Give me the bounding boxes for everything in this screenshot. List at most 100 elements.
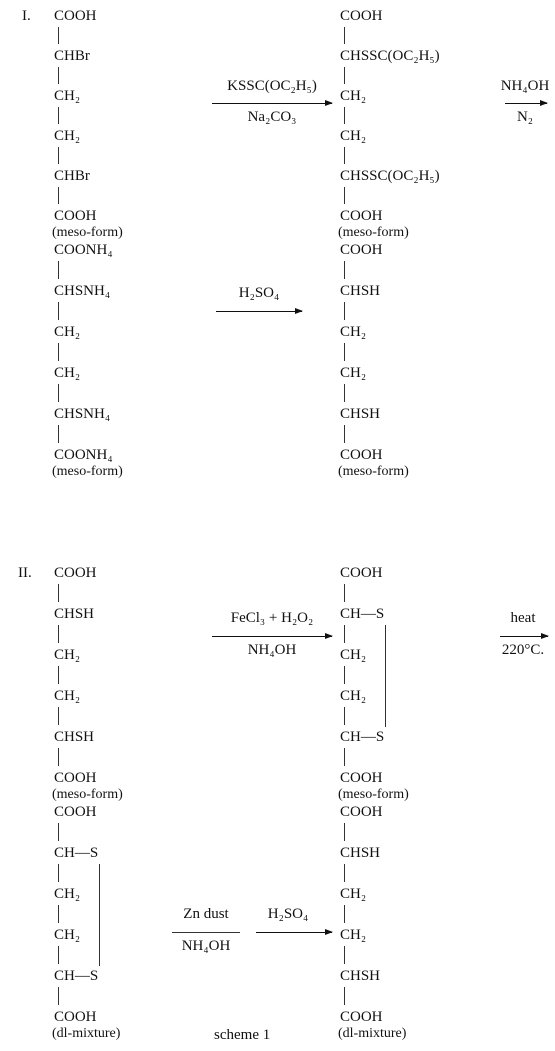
mol1-row-2: CHBr: [54, 48, 90, 64]
mol7-row-3: CH₂: [54, 886, 81, 902]
mol8-row-1: COOH: [340, 804, 383, 820]
bond: [58, 666, 59, 684]
mol4-row-1: COOH: [340, 242, 383, 258]
arrow-icon: [212, 100, 333, 106]
bond: [344, 864, 345, 882]
bond: [58, 425, 59, 443]
arrow-icon: [256, 929, 333, 935]
mol1-row-4: CH₂: [54, 128, 81, 144]
mol2-row-2: CHSSC(OC₂H₅): [340, 48, 440, 64]
mol5-form: (meso-form): [52, 787, 123, 802]
reagent-label: KSSC(OC₂H₅): [227, 78, 317, 94]
bond: [58, 748, 59, 766]
mol7-row-4: CH₂: [54, 927, 81, 943]
reagent-label: NH₄OH: [247, 642, 297, 658]
bond: [58, 67, 59, 84]
mol7-row-1: COOH: [54, 804, 97, 820]
mol1-form: (meso-form): [52, 225, 123, 240]
mol2-row-1: COOH: [340, 8, 383, 24]
reagent-label: N₂: [516, 109, 534, 125]
bond: [58, 946, 59, 964]
mol5-row-6: COOH: [54, 770, 97, 786]
mol1-row-5: CHBr: [54, 168, 90, 184]
mol8-row-6: COOH: [340, 1009, 383, 1025]
disulfide-bond: [99, 864, 100, 966]
mol3-row-5: CHSNH₄: [54, 406, 111, 422]
mol4-row-4: CH₂: [340, 365, 367, 381]
mol8-row-4: CH₂: [340, 927, 367, 943]
mol4-row-5: CHSH: [340, 406, 381, 422]
mol8-row-5: CHSH: [340, 968, 381, 984]
mol3-form: (meso-form): [52, 464, 123, 479]
bond: [344, 187, 345, 204]
reagent-label: FeCl₃ + H₂O₂: [230, 610, 314, 626]
reagent-label: Na₂CO₃: [247, 109, 297, 125]
reagent-label: NH₄OH: [181, 938, 231, 954]
reagent-label: heat: [510, 610, 536, 626]
arrow-icon: [500, 633, 549, 639]
bond: [58, 187, 59, 204]
mol3-row-1: COONH₄: [54, 242, 113, 258]
mol6-row-6: COOH: [340, 770, 383, 786]
mol8-row-2: CHSH: [340, 845, 381, 861]
arrow-icon: [216, 308, 303, 314]
bond: [58, 302, 59, 320]
mol6-row-4: CH₂: [340, 688, 367, 704]
arrow-line: [172, 932, 240, 933]
mol2-row-4: CH₂: [340, 128, 367, 144]
bond: [344, 946, 345, 964]
bond: [58, 707, 59, 725]
bond: [344, 425, 345, 443]
mol3-row-6: COONH₄: [54, 447, 113, 463]
mol8-row-3: CH₂: [340, 886, 367, 902]
mol4-form: (meso-form): [338, 464, 409, 479]
disulfide-bond: [385, 625, 386, 727]
mol3-row-4: CH₂: [54, 365, 81, 381]
reagent-label: H₂SO₄: [238, 285, 280, 301]
bond: [58, 864, 59, 882]
mol4-row-2: CHSH: [340, 283, 381, 299]
bond: [344, 987, 345, 1005]
bond: [58, 905, 59, 923]
bond: [344, 67, 345, 84]
bond: [58, 107, 59, 124]
bond: [344, 107, 345, 124]
scheme-caption: scheme 1: [214, 1027, 271, 1043]
bond: [344, 147, 345, 164]
bond: [344, 302, 345, 320]
section-label-ii: II.: [18, 565, 32, 581]
mol3-row-2: CHSNH₄: [54, 283, 111, 299]
mol7-row-6: COOH: [54, 1009, 97, 1025]
bond: [58, 823, 59, 841]
bond: [344, 261, 345, 279]
mol5-row-3: CH₂: [54, 647, 81, 663]
bond: [344, 823, 345, 841]
mol7-form: (dl-mixture): [52, 1026, 121, 1041]
mol1-row-3: CH₂: [54, 88, 81, 104]
bond: [344, 707, 345, 725]
bond: [58, 584, 59, 602]
reagent-label: 220°C.: [501, 642, 545, 658]
bond: [344, 748, 345, 766]
mol2-row-5: CHSSC(OC₂H₅): [340, 168, 440, 184]
mol7-row-2: CH—S: [54, 845, 99, 861]
bond: [58, 147, 59, 164]
bond: [344, 625, 345, 643]
bond: [344, 27, 345, 44]
bond: [58, 27, 59, 44]
mol5-row-1: COOH: [54, 565, 97, 581]
bond: [344, 384, 345, 402]
mol6-row-2: CH—S: [340, 606, 385, 622]
mol2-row-6: COOH: [340, 208, 383, 224]
bond: [58, 261, 59, 279]
mol2-row-3: CH₂: [340, 88, 367, 104]
section-label-i: I.: [22, 8, 31, 24]
arrow-icon: [505, 100, 548, 106]
mol7-row-5: CH—S: [54, 968, 99, 984]
mol5-row-2: CHSH: [54, 606, 95, 622]
bond: [58, 625, 59, 643]
mol8-form: (dl-mixture): [338, 1026, 407, 1041]
mol6-row-1: COOH: [340, 565, 383, 581]
mol5-row-4: CH₂: [54, 688, 81, 704]
